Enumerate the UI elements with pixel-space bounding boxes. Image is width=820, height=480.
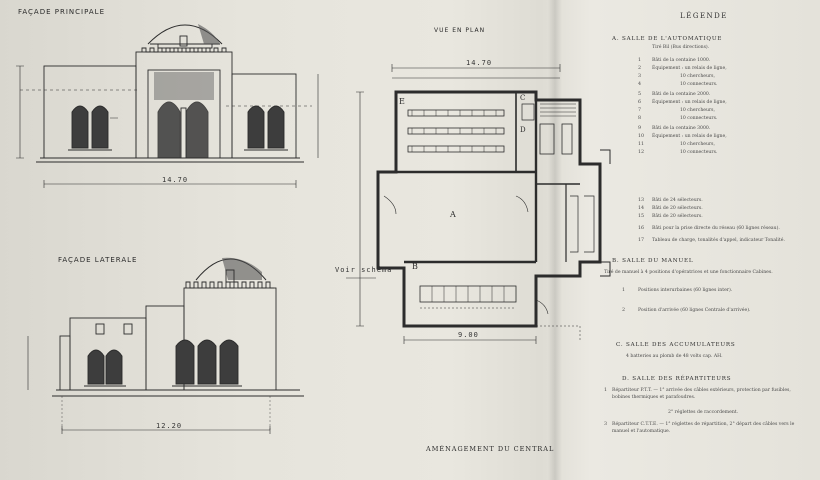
legend-section-c-sub: 4 batteries au plomb de 48 volts cap. AH… [626, 354, 723, 359]
floor-plan-drawing [346, 64, 611, 344]
legend-a-item: 10 connecteurs. [680, 150, 718, 155]
legend-a-item: 10 connecteurs. [680, 116, 718, 121]
legend-a-item: Bâti de 24 sélecteurs. [652, 198, 703, 203]
legend-a-item: Bâti de 20 sélecteurs. [652, 214, 703, 219]
facade-principale-drawing [16, 24, 319, 188]
legend-title: LÉGENDE [680, 12, 728, 20]
legend-section-b-sub: Tiré de manuel à 4 positions d'opératric… [604, 270, 773, 275]
facade-laterale-drawing [27, 257, 304, 434]
legend-b-item: Position d'arrivée (60 lignes Centrale d… [638, 308, 751, 313]
legend-a-item: Bâti de la centaine 1000. [652, 58, 711, 63]
legend-a-num: 7 [638, 108, 642, 113]
room-b-label: B [412, 262, 419, 271]
facade-laterale-title: FAÇADE LATERALE [58, 256, 138, 264]
legend-a-num: 11 [638, 142, 645, 147]
legend-a-num: 14 [638, 206, 645, 211]
legend-a-item: Équipement : un relais de ligne, [652, 100, 727, 105]
legend-a-item: Bâti de 20 sélecteurs. [652, 206, 703, 211]
legend-a-item: 10 connecteurs. [680, 82, 718, 87]
legend-a-num: 9 [638, 126, 642, 131]
legend-a-num: 15 [638, 214, 645, 219]
room-e-label: E [399, 97, 406, 106]
facade-principale-dimension: 14.70 [162, 176, 189, 184]
legend-a-item: Bâti de la centaine 3000. [652, 126, 711, 131]
legend-a-num: 13 [638, 198, 645, 203]
legend-a-num: 12 [638, 150, 645, 155]
legend-d-item: 2° réglettes de raccordement. [668, 410, 739, 415]
legend-a-num: 16 [638, 226, 645, 231]
room-a-label: A [450, 210, 457, 219]
legend-section-a-heading: A. SALLE DE L'AUTOMATIQUE [612, 36, 723, 42]
legend-section-b-heading: B. SALLE DU MANUEL [612, 258, 694, 264]
room-d-label: D [520, 126, 527, 134]
legend-a-item: 10 chercheurs, [680, 142, 715, 147]
legend-a-item: Équipement : un relais de ligne, [652, 134, 727, 139]
legend-a-num: 4 [638, 82, 642, 87]
legend-a-num: 8 [638, 116, 642, 121]
plan-bottom-dimension: 9.00 [458, 331, 479, 339]
legend-a-item: Équipement : un relais de ligne, [652, 66, 727, 71]
facade-laterale-dimension: 12.20 [156, 422, 183, 430]
legend-section-d-heading: D. SALLE DES RÉPARTITEURS [622, 376, 732, 382]
legend-section-a-sub: Tiré Bil (Bus directions). [652, 45, 710, 50]
legend-section-c-heading: C. SALLE DES ACCUMULATEURS [616, 342, 736, 348]
legend-a-num: 10 [638, 134, 645, 139]
legend-a-num: 17 [638, 238, 645, 243]
legend-b-num: 1 [622, 288, 626, 293]
legend-b-num: 2 [622, 308, 626, 313]
amenagement-title: AMÉNAGEMENT DU CENTRAL [426, 445, 555, 453]
plan-annotation: Voir schéma [335, 266, 393, 274]
legend-panel: LÉGENDE A. SALLE DE L'AUTOMATIQUE Tiré B… [598, 8, 810, 474]
legend-a-num: 5 [638, 92, 642, 97]
page-fold [548, 0, 562, 480]
legend-a-num: 3 [638, 74, 642, 79]
plan-width-dimension: 14.70 [466, 59, 493, 67]
legend-d-item: Répartiteur C.T.T.E. — 1° réglettes de r… [612, 422, 795, 434]
legend-a-item: Bâti pour la prise directe du réseau (60… [652, 226, 780, 231]
legend-d-num: 3 [604, 422, 608, 427]
legend-a-item: 10 chercheurs, [680, 74, 715, 79]
legend-a-num: 1 [638, 58, 642, 63]
vue-en-plan-title: VUE EN PLAN [434, 27, 486, 34]
legend-a-num: 6 [638, 100, 642, 105]
room-c-label: C [520, 94, 527, 102]
legend-d-num: 1 [604, 388, 608, 393]
legend-a-num: 2 [638, 66, 642, 71]
legend-d-item: Répartiteur P.T.T. — 1° arrivée des câbl… [612, 388, 791, 400]
legend-a-item: Bâti de la centaine 2000. [652, 92, 711, 97]
legend-a-item: Tableau de charge, tonalités d'appel, in… [652, 238, 785, 243]
legend-a-item: 10 chercheurs, [680, 108, 715, 113]
legend-b-item: Positions interurbaines (60 lignes inter… [638, 288, 733, 293]
facade-principale-title: FAÇADE PRINCIPALE [18, 8, 105, 16]
